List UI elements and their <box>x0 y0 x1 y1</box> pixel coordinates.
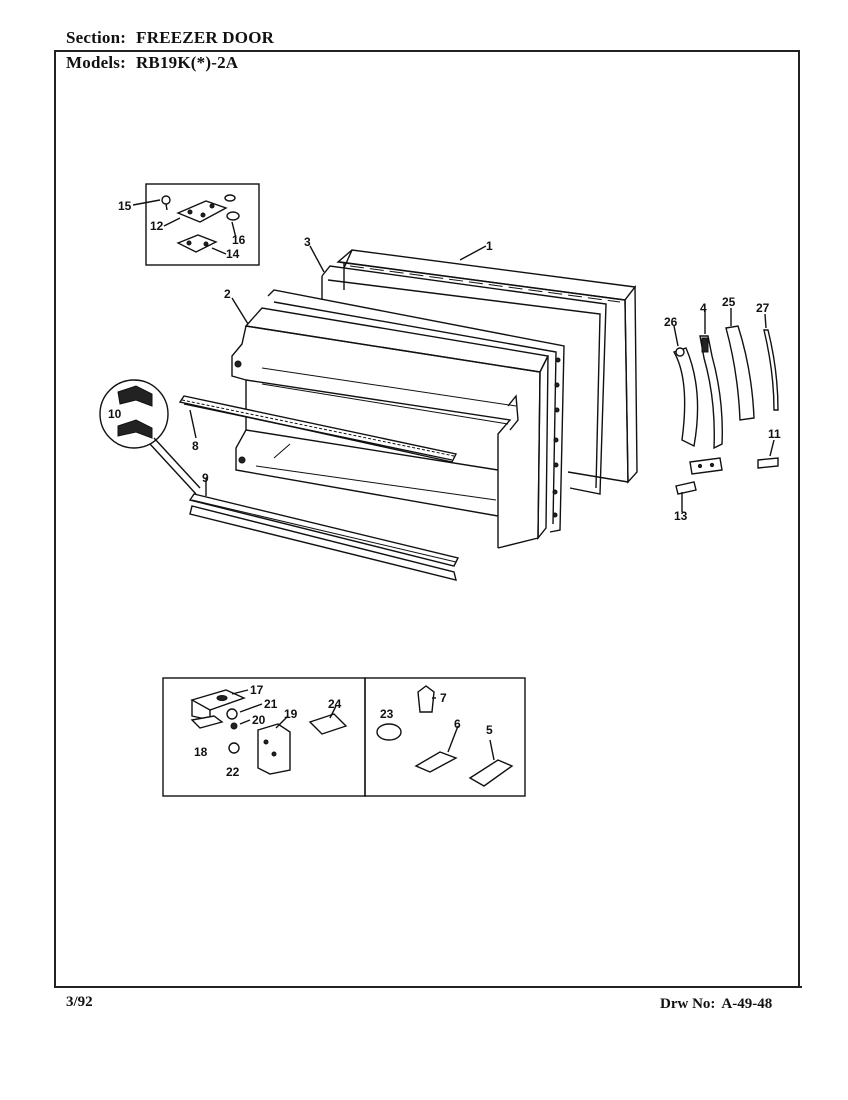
callout-1: 1 <box>486 239 493 253</box>
part-9-shelf-rail <box>188 493 460 581</box>
callout-3: 3 <box>304 235 311 249</box>
part-26-handle <box>672 347 699 448</box>
hardware-inset-left <box>162 677 366 797</box>
models-value: RB19K(*)-2A <box>135 53 239 72</box>
callout-6: 6 <box>454 717 461 731</box>
part-2-door-liner <box>231 307 550 549</box>
hinge-inset <box>145 183 260 266</box>
callout-15: 15 <box>118 199 132 213</box>
part-7-screw <box>417 685 435 713</box>
callout-13: 13 <box>674 509 688 523</box>
part-11-clip <box>757 457 779 469</box>
part-19-hinge <box>257 723 291 775</box>
part-4-bracket <box>699 335 723 450</box>
part-8-shelf-bar <box>178 395 458 463</box>
part-23-cap <box>376 723 402 741</box>
part-20-spacer <box>230 722 238 730</box>
part-16-washer <box>226 211 240 221</box>
callout-14: 14 <box>226 247 240 261</box>
callout-10: 10 <box>108 407 122 421</box>
callout-21: 21 <box>264 697 278 711</box>
part-5-clip <box>468 759 514 787</box>
callout-26: 26 <box>664 315 678 329</box>
callout-19: 19 <box>284 707 298 721</box>
callout-7: 7 <box>440 691 447 705</box>
callout-24: 24 <box>328 697 342 711</box>
callout-23: 23 <box>380 707 394 721</box>
drawing-label: Drw No: <box>660 996 716 1012</box>
drawing-number: Drw No: A-49-48 <box>660 996 772 1013</box>
part-14-shim <box>176 234 218 253</box>
revision-date: 3/92 <box>66 994 93 1010</box>
callout-4: 4 <box>700 301 707 315</box>
callout-16: 16 <box>232 233 246 247</box>
callout-11: 11 <box>768 427 781 441</box>
part-21-washer <box>226 708 238 720</box>
part-22-nut <box>228 742 240 754</box>
footer-divider <box>54 986 802 988</box>
callout-8: 8 <box>192 439 199 453</box>
callout-labels: 1 2 3 4 5 6 7 8 9 10 11 12 13 14 15 16 1… <box>108 199 781 779</box>
part-25-trim <box>725 325 755 421</box>
models-label: Models: <box>66 53 126 72</box>
section-label: Section: <box>66 28 127 47</box>
callout-12: 12 <box>150 219 164 233</box>
part-12-hinge-plate <box>176 200 228 223</box>
callout-27: 27 <box>756 301 770 315</box>
callout-9: 9 <box>202 471 209 485</box>
callout-25: 25 <box>722 295 736 309</box>
callout-20: 20 <box>252 713 266 727</box>
part-27-strip <box>763 329 779 411</box>
models-header: Models: RB19K(*)-2A <box>66 53 238 73</box>
drawing-number-value: A-49-48 <box>721 996 773 1012</box>
part-13-hinge-bracket <box>675 457 723 495</box>
callout-17: 17 <box>250 683 264 697</box>
part-18-plate <box>190 715 224 729</box>
door-liner-frame <box>267 289 565 533</box>
callout-22: 22 <box>226 765 240 779</box>
callout-18: 18 <box>194 745 208 759</box>
callout-2: 2 <box>224 287 231 301</box>
part-3-gasket <box>321 265 607 495</box>
part-15-screw <box>161 195 171 205</box>
part-1-outer-door-panel <box>336 249 638 484</box>
callout-5: 5 <box>486 723 493 737</box>
part-24-shim <box>308 713 348 735</box>
part-10-detail-circle <box>99 379 201 495</box>
part-16-washer-top <box>224 194 236 202</box>
section-value: FREEZER DOOR <box>136 28 275 47</box>
section-header: Section: FREEZER DOOR <box>66 28 274 48</box>
part-6-clip <box>414 751 458 773</box>
hardware-inset-right <box>364 677 526 797</box>
leader-lines <box>132 199 775 761</box>
